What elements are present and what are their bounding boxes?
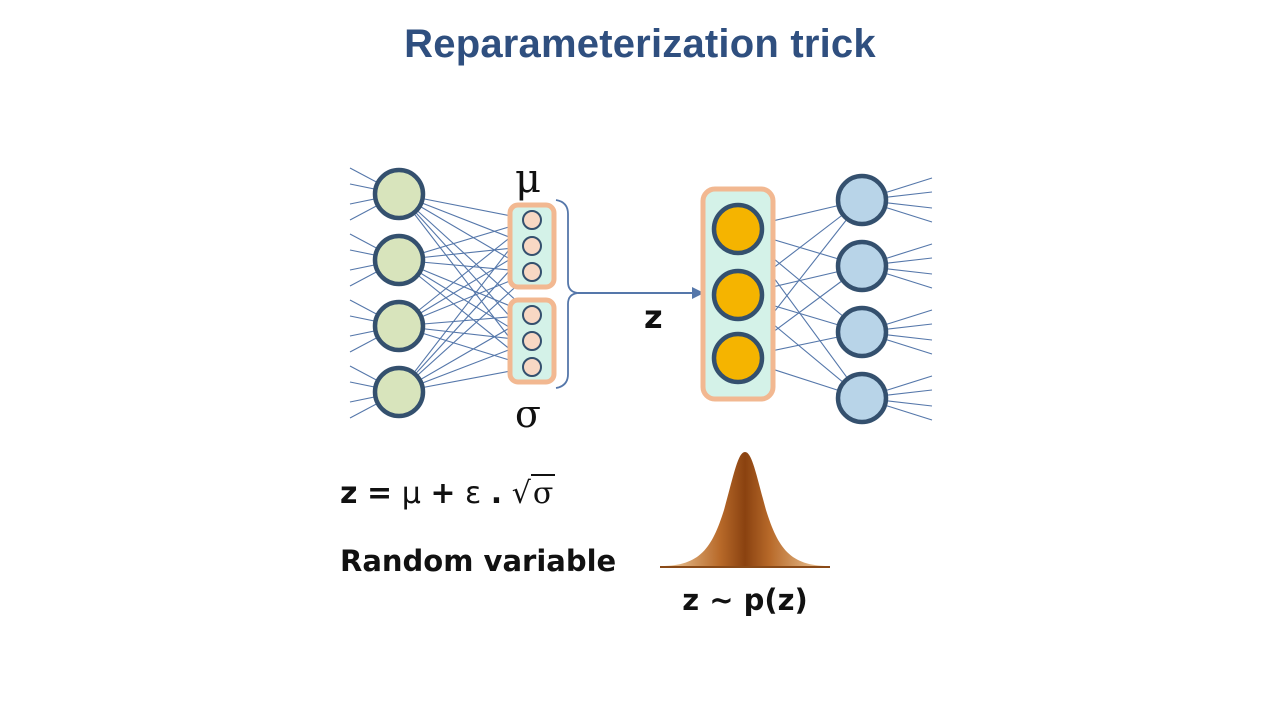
distribution-curve [661, 452, 829, 566]
latent-node [711, 202, 765, 256]
formula-plus: + [430, 476, 456, 511]
encoder-node [372, 233, 426, 287]
brace [555, 199, 579, 389]
latent-layer [711, 202, 765, 385]
z-label: z [644, 298, 663, 336]
encoder-input-layer [372, 167, 426, 419]
formula-sigma: σ [530, 474, 556, 511]
formula-dot: . [490, 476, 503, 511]
edge [398, 271, 533, 393]
mu-label: μ [515, 156, 541, 202]
encoder-node [372, 365, 426, 419]
distribution-label: z ~ p(z) [682, 583, 808, 617]
decoder-node [835, 173, 889, 227]
formula-equals: = [367, 476, 393, 511]
sigma-node [522, 357, 542, 377]
encoder-node [372, 167, 426, 221]
sigma-node [522, 331, 542, 351]
sigma-node [522, 305, 542, 325]
latent-node [711, 331, 765, 385]
slide-title: Reparameterization trick [404, 22, 876, 66]
mu-node [522, 262, 542, 282]
edge [398, 193, 533, 316]
decoder-node [835, 305, 889, 359]
latent-node [711, 268, 765, 322]
formula-epsilon: ε [465, 476, 482, 511]
mu-sigma-nodes [522, 210, 542, 377]
reparameterization-formula: z = μ + ε . √σ [340, 474, 556, 511]
normal-distribution [660, 452, 830, 568]
random-variable-label: Random variable [340, 544, 617, 578]
sigma-label: σ [515, 392, 541, 436]
decoder-node [835, 239, 889, 293]
formula-lhs: z [340, 476, 358, 511]
mu-node [522, 236, 542, 256]
formula-mu: μ [401, 476, 421, 511]
encoder-node [372, 299, 426, 353]
mu-node [522, 210, 542, 230]
decoder-node [835, 371, 889, 425]
sqrt-icon: √ [511, 476, 531, 511]
decoder-output-layer [835, 173, 889, 425]
